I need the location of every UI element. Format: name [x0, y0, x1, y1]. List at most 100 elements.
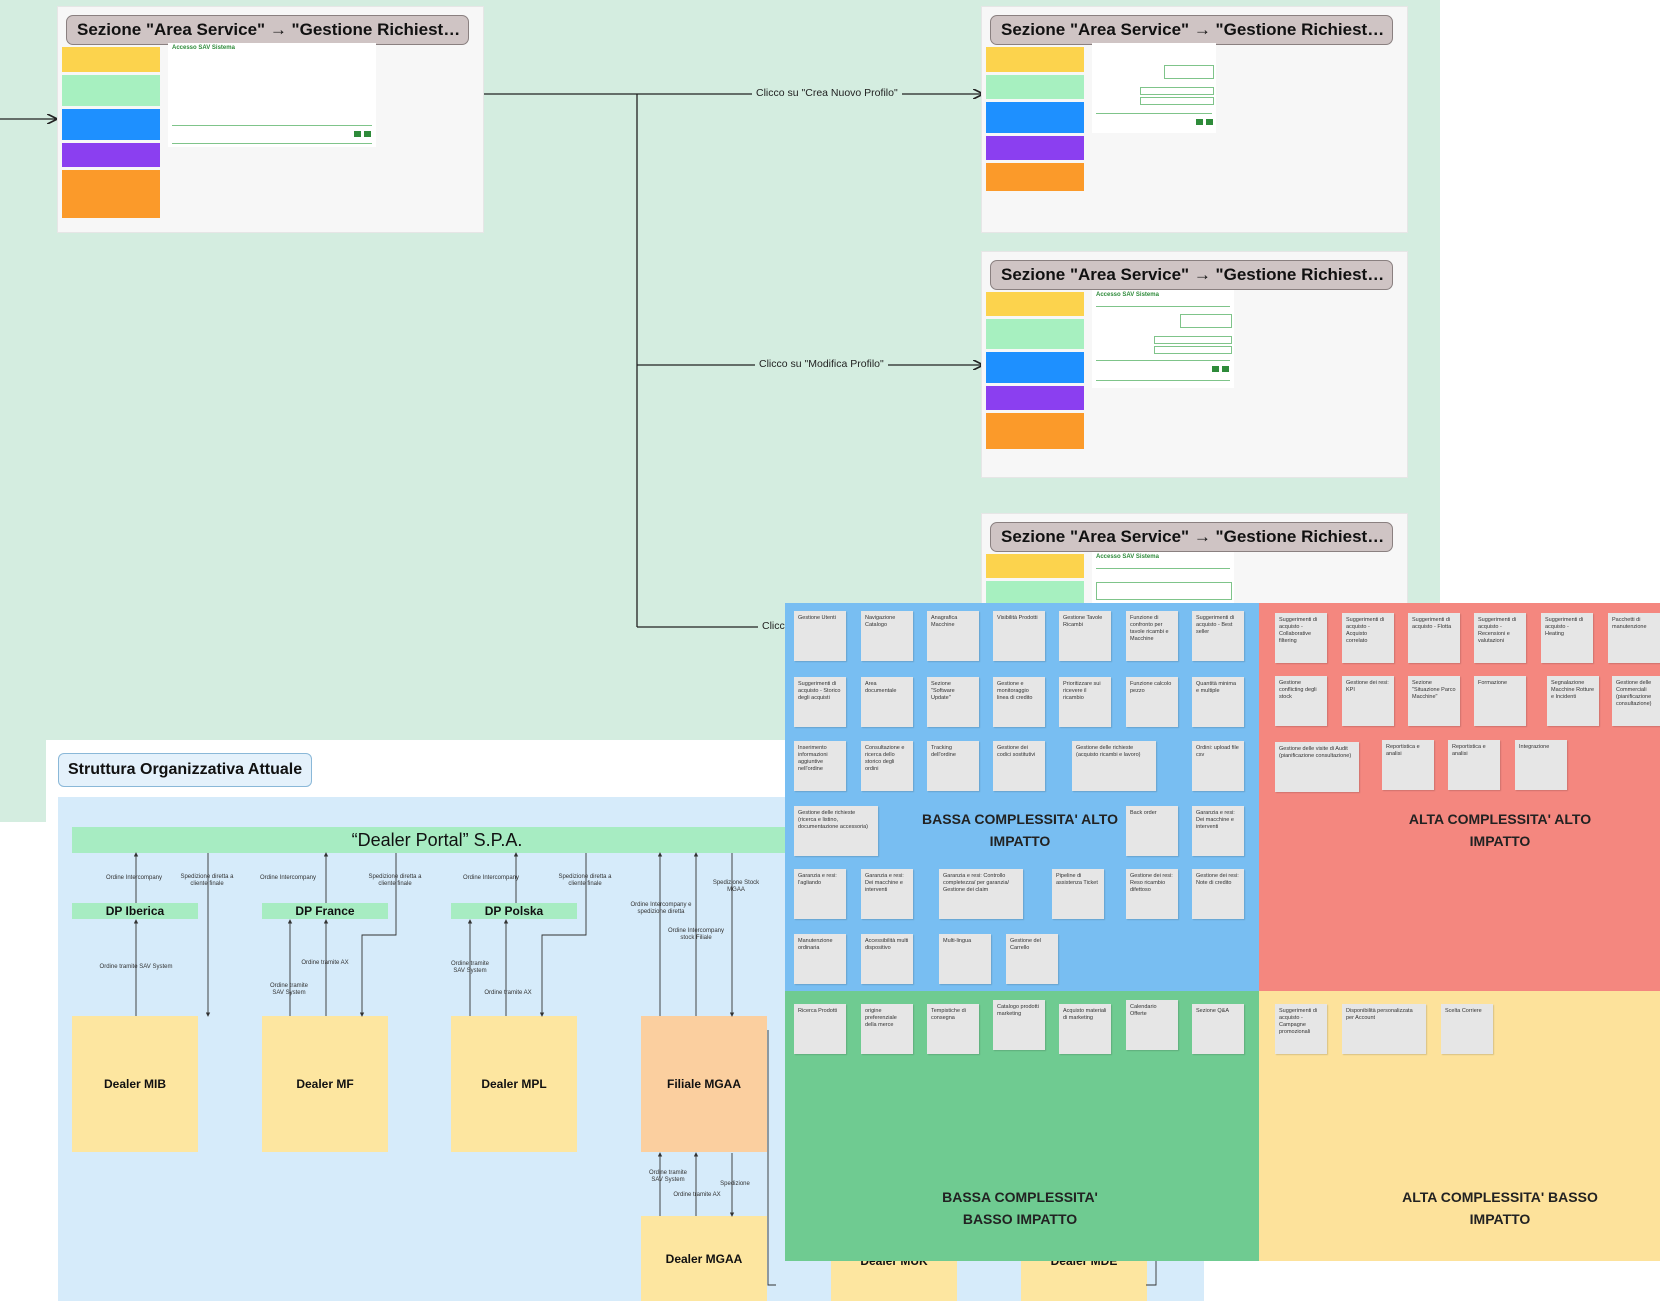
sticky-note[interactable]: Tracking dell'ordine	[927, 741, 979, 791]
branch-box: Filiale MGAA	[641, 1016, 767, 1152]
sticky-note[interactable]: Garanzia e resi: l'agliando	[794, 869, 846, 919]
sticky-note[interactable]: Suggerimenti di acquisto - Heating	[1541, 613, 1593, 663]
dealer-box: Dealer MF	[262, 1016, 388, 1152]
sticky-note	[986, 163, 1084, 191]
sticky-note[interactable]: Gestione dei resi: Reso ricambio difetto…	[1126, 869, 1178, 919]
sticky-note	[62, 143, 160, 167]
sticky-note[interactable]: Suggerimenti di acquisto - Recensioni e …	[1474, 613, 1526, 663]
sticky-note[interactable]: Garanzia e resi: Controllo completezza/ …	[939, 869, 1023, 919]
screen-mockup	[1092, 43, 1216, 133]
flow-label: Ordine tramite SAV System	[269, 983, 308, 996]
sticky-note[interactable]: Gestione Utenti	[794, 611, 846, 661]
sticky-note	[62, 170, 160, 218]
sticky-note[interactable]: Manutenzione ordinaria	[794, 934, 846, 984]
sticky-note[interactable]: Consultazione e ricerca dello storico de…	[861, 741, 913, 791]
screen-frame[interactable]: Sezione "Area Service" → "Gestione Richi…	[982, 514, 1407, 604]
screen-frame[interactable]: Sezione "Area Service" → "Gestione Richi…	[982, 252, 1407, 477]
sticky-note[interactable]: Pacchetti di manutenzione	[1608, 613, 1660, 663]
flow-label: Ordine Intercompany	[259, 875, 317, 881]
dealer-box: Dealer MIB	[72, 1016, 198, 1152]
sticky-note[interactable]: Garanzia e resi: Dei macchine e interven…	[1192, 806, 1244, 856]
flow-label: Ordine tramite AX	[301, 960, 349, 966]
sticky-note	[62, 109, 160, 140]
sticky-note[interactable]: Gestione dei resi: KPI	[1342, 676, 1394, 726]
flow-label: Spedizione diretta a cliente finale	[368, 874, 422, 887]
sticky-note[interactable]: Ricerca Prodotti	[794, 1004, 846, 1054]
sticky-note[interactable]: Catalogo prodotti marketing	[993, 1000, 1045, 1050]
sticky-note[interactable]: Disponibilità personalizzata per Account	[1342, 1004, 1426, 1054]
flow-label: Ordine tramite AX	[673, 1192, 721, 1198]
screen-frame[interactable]: Sezione "Area Service" → "Gestione Richi…	[982, 7, 1407, 232]
sticky-note[interactable]: Segnalazione Macchine Rotture e Incident…	[1547, 676, 1599, 726]
company-bar: “Dealer Portal” S.P.A.	[72, 827, 802, 853]
sticky-note	[986, 581, 1084, 604]
flow-label: Spedizione Stock MGAA	[712, 880, 760, 893]
sticky-note[interactable]: Ordini: upload file csv	[1192, 741, 1244, 791]
screen-mockup: Accesso SAV Sistema	[168, 43, 376, 147]
sticky-note[interactable]: Gestione delle Commerciali (pianificazio…	[1612, 676, 1660, 726]
mockup-title: Accesso SAV Sistema	[1096, 292, 1159, 298]
screen-frame[interactable]: Sezione "Area Service" → "Gestione Richi…	[58, 7, 483, 232]
sticky-note[interactable]: Back order	[1126, 806, 1178, 856]
org-chart-title: Struttura Organizzativa Attuale	[58, 753, 313, 787]
sticky-note[interactable]: Garanzia e resi: Dei macchine e interven…	[861, 869, 913, 919]
sticky-note[interactable]: Funzione di confronto per tavole ricambi…	[1126, 611, 1178, 661]
sticky-note[interactable]: Calendario Offerte	[1126, 1000, 1178, 1050]
sticky-note[interactable]: Formazione	[1474, 676, 1526, 726]
edge-label-crea-profilo: Clicco su "Crea Nuovo Profilo"	[752, 87, 902, 99]
sticky-note	[986, 386, 1084, 410]
sticky-note[interactable]: Gestione conflicting degli stock	[1275, 676, 1327, 726]
dealer-box: Dealer MPL	[451, 1016, 577, 1152]
sticky-note[interactable]: Anagrafica Macchine	[927, 611, 979, 661]
sticky-note[interactable]: Suggerimenti di acquisto - Acquisto corr…	[1342, 613, 1394, 663]
sticky-note	[986, 136, 1084, 160]
sticky-note[interactable]: Gestione delle richieste (acquisto ricam…	[1072, 741, 1156, 791]
sticky-note[interactable]: Visibilità Prodotti	[993, 611, 1045, 661]
sticky-note[interactable]: Accessibilità multi dispositivo	[861, 934, 913, 984]
sticky-note[interactable]: Gestione del Carrello	[1006, 934, 1058, 984]
sticky-note[interactable]: Acquisto materiali di marketing	[1059, 1004, 1111, 1054]
frame-title: Sezione "Area Service" → "Gestione Richi…	[990, 15, 1393, 45]
flow-label: Ordine tramite AX	[484, 990, 532, 996]
sticky-note[interactable]: Gestione delle visite di Audit (pianific…	[1275, 742, 1359, 792]
sticky-note[interactable]: Reportistica e analisi	[1382, 740, 1434, 790]
sticky-note[interactable]: Sezione Q&A	[1192, 1004, 1244, 1054]
sticky-note	[986, 352, 1084, 383]
sticky-note[interactable]: Gestione dei resi: Note di credito	[1192, 869, 1244, 919]
sticky-note[interactable]: Gestione e monitoraggio linea di credito	[993, 677, 1045, 727]
sticky-note[interactable]: Area documentale	[861, 677, 913, 727]
sticky-note[interactable]: Prioritizzare sui ricevere il ricambio	[1059, 677, 1111, 727]
sticky-note[interactable]: Suggerimenti di acquisto - Collaborative…	[1275, 613, 1327, 663]
sticky-note[interactable]: Suggerimenti di acquisto - Storico degli…	[794, 677, 846, 727]
sticky-note[interactable]: Navigazione Catalogo	[861, 611, 913, 661]
dealer-box: Dealer MGAA	[641, 1216, 767, 1301]
flow-label: Ordine tramite SAV System	[99, 964, 173, 970]
sticky-note[interactable]: Suggerimenti di acquisto - Campagne prom…	[1275, 1004, 1327, 1054]
sticky-note[interactable]: Gestione dei codici sostitutivi	[993, 741, 1045, 791]
subsidiary-box: DP Iberica	[72, 903, 198, 919]
sticky-note[interactable]: Pipeline di assistenza Ticket	[1052, 869, 1104, 919]
sticky-note[interactable]: origine preferenziale della merce	[861, 1004, 913, 1054]
sticky-note[interactable]: Integrazione	[1515, 740, 1567, 790]
sticky-note[interactable]: Inserimento informazioni aggiuntive nell…	[794, 741, 846, 791]
sticky-note[interactable]: Suggerimenti di acquisto - Best seller	[1192, 611, 1244, 661]
sticky-note[interactable]: Tempistiche di consegna	[927, 1004, 979, 1054]
sticky-note[interactable]: Funzione calcolo pezzo	[1126, 677, 1178, 727]
flow-label: Ordine Intercompany	[462, 875, 520, 881]
sticky-note	[986, 47, 1084, 72]
sticky-note[interactable]: Gestione Tavole Ricambi	[1059, 611, 1111, 661]
sticky-note[interactable]: Sezione "Software Update"	[927, 677, 979, 727]
sticky-note[interactable]: Scelta Corriere	[1441, 1004, 1493, 1054]
flow-label: Ordine tramite SAV System	[648, 1170, 687, 1183]
sticky-note[interactable]: Sezione "Situazione Parco Macchine"	[1408, 676, 1460, 726]
sticky-note[interactable]: Multi-lingua	[939, 934, 991, 984]
quadrant-label: BASSA COMPLESSITA' ALTO IMPATTO	[922, 811, 1118, 849]
flow-label: Spedizione	[720, 1181, 750, 1187]
sticky-note[interactable]: Quantità minima e multiple	[1192, 677, 1244, 727]
quadrant-label: ALTA COMPLESSITA' BASSO IMPATTO	[1402, 1189, 1598, 1227]
sticky-note	[986, 319, 1084, 349]
sticky-note[interactable]: Suggerimenti di acquisto - Flotta	[1408, 613, 1460, 663]
sticky-note[interactable]: Reportistica e analisi	[1448, 740, 1500, 790]
edge-label-third: Clicc	[758, 620, 789, 632]
sticky-note[interactable]: Gestione delle richieste (ricerca e list…	[794, 806, 878, 856]
